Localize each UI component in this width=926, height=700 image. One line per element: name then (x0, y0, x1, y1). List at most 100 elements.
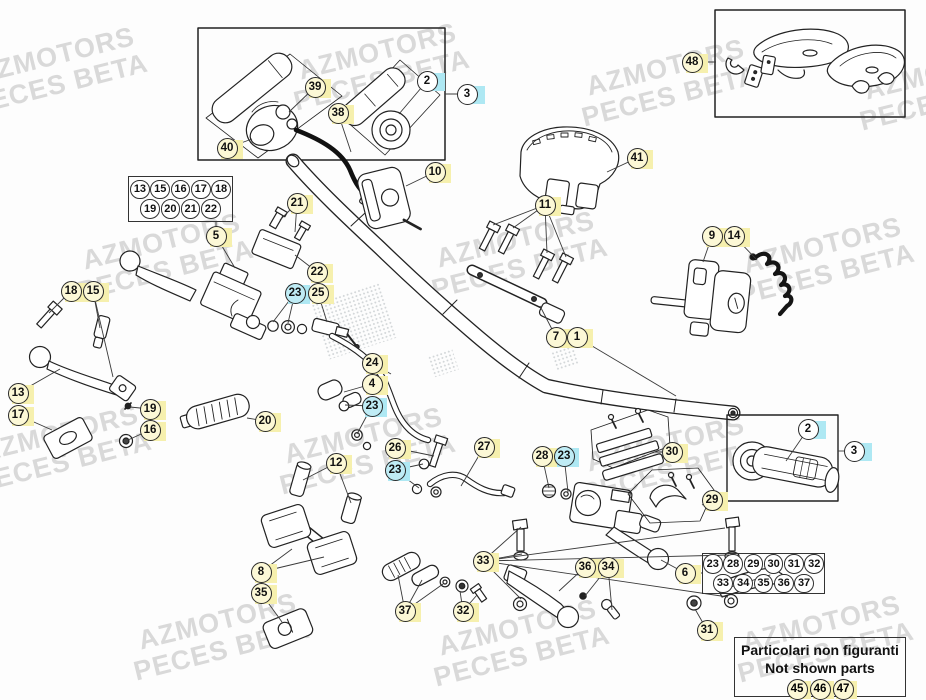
callout-3[interactable]: 3 (843, 440, 872, 462)
callout-28[interactable]: 28 (531, 445, 558, 467)
group-ref-29[interactable]: 29 (743, 554, 764, 574)
callout-23[interactable]: 23 (384, 459, 410, 481)
callout-label: 27 (473, 436, 495, 458)
callout-47[interactable]: 47 (832, 678, 857, 700)
callout-6[interactable]: 6 (674, 562, 701, 584)
lever-nut (118, 433, 134, 449)
callout-5[interactable]: 5 (205, 225, 232, 247)
group-ref-18[interactable]: 18 (211, 179, 231, 199)
callout-35[interactable]: 35 (250, 582, 277, 604)
group-ref-19[interactable]: 19 (140, 199, 160, 219)
callout-15[interactable]: 15 (82, 280, 109, 302)
callout-label: 45 (786, 678, 808, 700)
callout-11[interactable]: 11 (534, 194, 561, 216)
callout-23[interactable]: 23 (284, 282, 310, 304)
group-ref-21[interactable]: 21 (180, 199, 201, 219)
bar-end-nut (686, 595, 702, 611)
callout-45[interactable]: 45 (786, 678, 811, 700)
group-ref-23[interactable]: 23 (703, 554, 723, 574)
callout-10[interactable]: 10 (424, 161, 451, 183)
callout-12[interactable]: 12 (325, 452, 352, 474)
callout-48[interactable]: 48 (681, 51, 708, 73)
callout-24[interactable]: 24 (361, 352, 388, 374)
callout-13[interactable]: 13 (7, 382, 34, 404)
not-shown-title-en: Not shown parts (765, 659, 875, 676)
group-ref-20[interactable]: 20 (160, 199, 181, 219)
group-ref-32[interactable]: 32 (804, 554, 824, 574)
clutch-hose (328, 332, 432, 444)
callout-label: 11 (534, 194, 556, 216)
group-ref-31[interactable]: 31 (784, 554, 804, 574)
callout-label: 23 (361, 395, 383, 417)
group-ref-36[interactable]: 36 (774, 573, 794, 593)
callout-20[interactable]: 20 (254, 410, 281, 432)
callout-31[interactable]: 31 (696, 619, 723, 641)
lever-bolt (36, 300, 63, 329)
callout-label: 24 (361, 352, 383, 374)
callout-label: 31 (696, 619, 718, 641)
callout-23[interactable]: 23 (553, 445, 579, 467)
callout-40[interactable]: 40 (216, 137, 243, 159)
callout-36[interactable]: 36 (574, 556, 601, 578)
callout-23[interactable]: 23 (361, 395, 387, 417)
group-ref-35[interactable]: 35 (753, 573, 774, 593)
callout-4[interactable]: 4 (361, 373, 388, 395)
callout-26[interactable]: 26 (384, 437, 411, 459)
callout-33[interactable]: 33 (472, 550, 499, 572)
callout-21[interactable]: 21 (286, 192, 313, 214)
callout-30[interactable]: 30 (661, 441, 688, 463)
callout-label: 15 (82, 280, 104, 302)
callout-32[interactable]: 32 (452, 600, 479, 622)
callout-3[interactable]: 3 (456, 83, 485, 105)
callout-46[interactable]: 46 (809, 678, 834, 700)
callout-label: 13 (7, 382, 29, 404)
callout-label: 35 (250, 582, 272, 604)
callout-label: 48 (681, 51, 703, 73)
group-ref-13[interactable]: 13 (130, 179, 150, 199)
callout-label: 14 (723, 225, 745, 247)
callout-17[interactable]: 17 (7, 404, 34, 426)
group-ref-15[interactable]: 15 (150, 179, 170, 199)
group-ref-28[interactable]: 28 (723, 554, 743, 574)
callout-19[interactable]: 19 (139, 398, 166, 420)
group-ref-37[interactable]: 37 (794, 573, 814, 593)
callout-label: 29 (701, 489, 723, 511)
group-ref-34[interactable]: 34 (733, 573, 753, 593)
callout-18[interactable]: 18 (60, 280, 87, 302)
callout-37[interactable]: 37 (394, 600, 421, 622)
callout-label: 3 (843, 440, 865, 462)
callout-22[interactable]: 22 (306, 261, 333, 283)
callout-16[interactable]: 16 (139, 419, 166, 441)
callout-label: 19 (139, 398, 161, 420)
kill-switch (357, 166, 422, 231)
callout-41[interactable]: 41 (626, 147, 653, 169)
callout-label: 8 (250, 561, 272, 583)
callout-27[interactable]: 27 (473, 436, 500, 458)
callout-label: 28 (531, 445, 553, 467)
callout-label: 9 (701, 225, 723, 247)
callout-39[interactable]: 39 (304, 76, 331, 98)
callout-label: 25 (307, 282, 329, 304)
group-ref-16[interactable]: 16 (170, 179, 191, 199)
group-ref-30[interactable]: 30 (763, 554, 784, 574)
callout-34[interactable]: 34 (597, 556, 624, 578)
callout-2[interactable]: 2 (797, 418, 826, 440)
group-ref-22[interactable]: 22 (201, 199, 221, 219)
callout-2[interactable]: 2 (416, 70, 445, 92)
group-ref-17[interactable]: 17 (191, 179, 211, 199)
callout-1[interactable]: 1 (566, 326, 593, 348)
callout-label: 7 (545, 326, 567, 348)
callout-38[interactable]: 38 (327, 102, 354, 124)
callout-9[interactable]: 9 (701, 225, 728, 247)
callout-14[interactable]: 14 (723, 225, 750, 247)
callout-7[interactable]: 7 (545, 326, 572, 348)
throttle-housing (245, 101, 299, 152)
callout-29[interactable]: 29 (701, 489, 728, 511)
headlight-mask (519, 126, 620, 216)
front-brake-master-cylinder (569, 481, 670, 571)
group-ref-33[interactable]: 33 (713, 573, 733, 593)
left-grip-rubber (179, 393, 250, 430)
callout-8[interactable]: 8 (250, 561, 277, 583)
callout-25[interactable]: 25 (307, 282, 334, 304)
